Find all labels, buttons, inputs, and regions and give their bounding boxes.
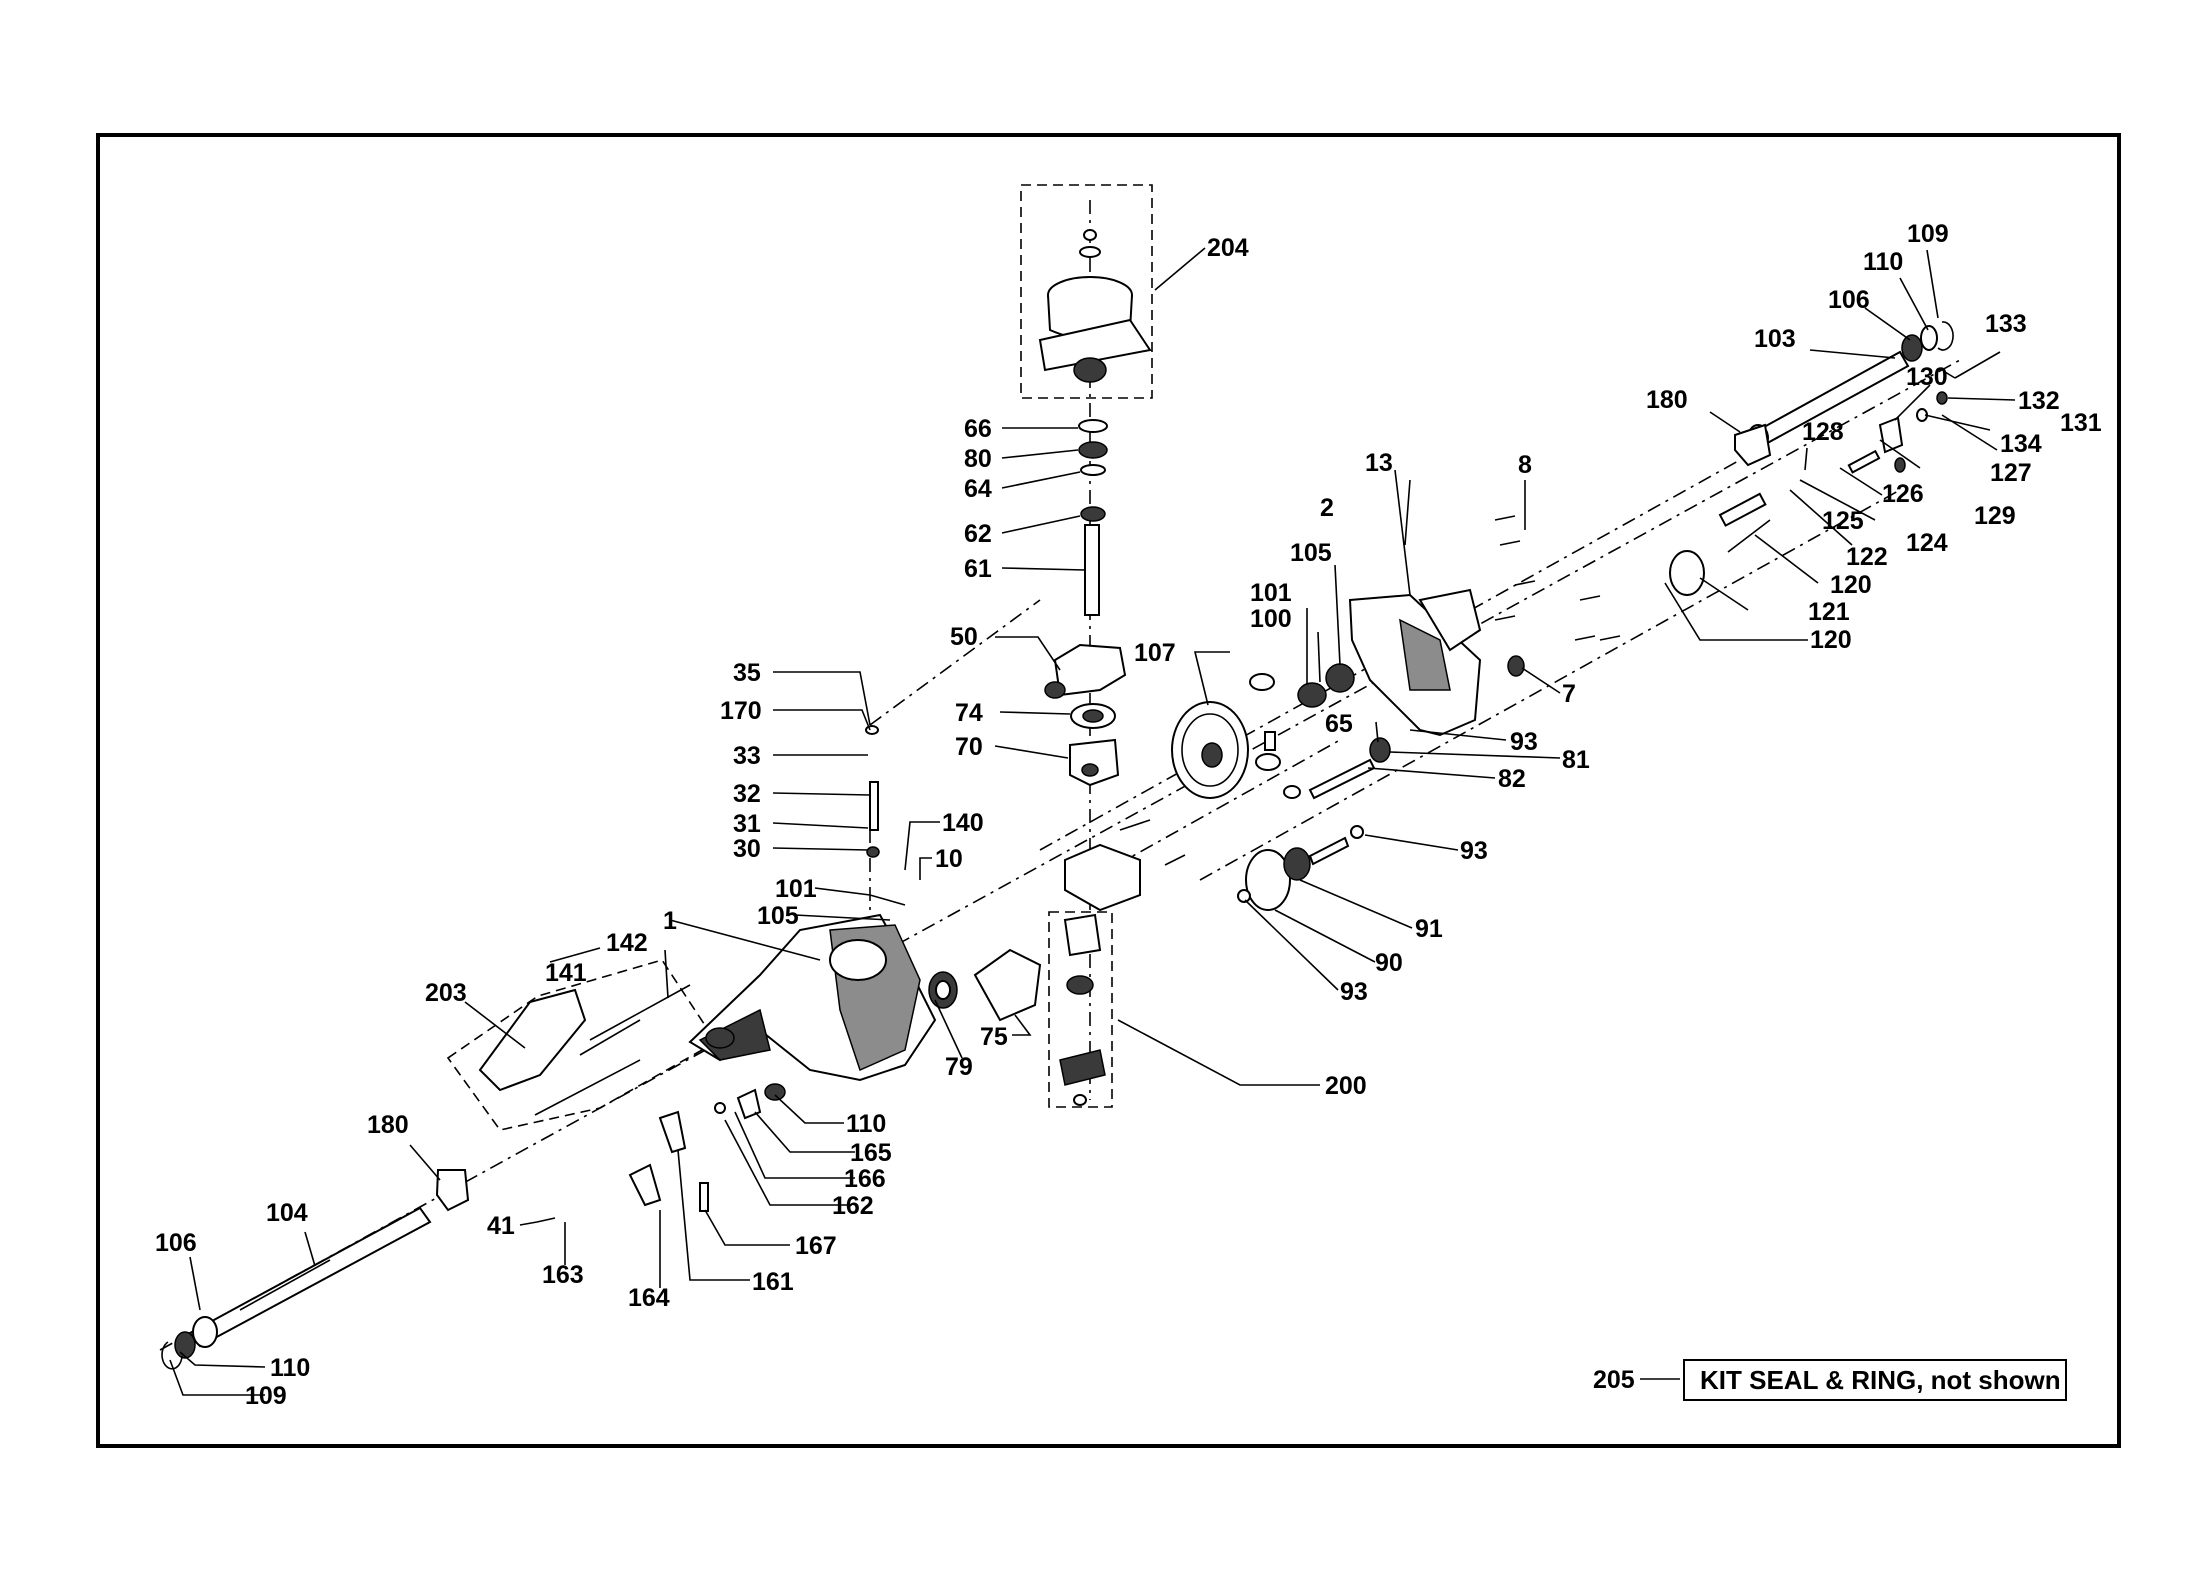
- label-170: 170: [720, 697, 762, 725]
- label-31: 31: [733, 810, 761, 838]
- label-166: 166: [844, 1165, 886, 1193]
- label-65: 65: [1325, 710, 1353, 738]
- label-120-lower: 120: [1810, 626, 1852, 654]
- label-13: 13: [1365, 449, 1393, 477]
- label-41: 41: [487, 1212, 515, 1240]
- label-180-right: 180: [1646, 386, 1688, 414]
- label-101-left: 101: [775, 875, 817, 903]
- label-64: 64: [964, 475, 992, 503]
- label-141: 141: [545, 959, 587, 987]
- label-131: 131: [2060, 409, 2102, 437]
- kit-note: KIT SEAL & RING, not shown: [1683, 1359, 2067, 1401]
- label-128: 128: [1802, 418, 1844, 446]
- label-93-lower: 93: [1340, 978, 1368, 1006]
- label-167: 167: [795, 1232, 837, 1260]
- label-109-right: 109: [1907, 220, 1949, 248]
- label-90: 90: [1375, 949, 1403, 977]
- disc-121-shape: [1669, 550, 1705, 596]
- label-7: 7: [1562, 680, 1576, 708]
- label-70: 70: [955, 733, 983, 761]
- label-101-right: 101: [1250, 579, 1292, 607]
- label-104: 104: [266, 1199, 308, 1227]
- label-121: 121: [1808, 598, 1850, 626]
- part-shapes: [161, 229, 1956, 1370]
- bolt-shapes: [536, 515, 1621, 1223]
- axle-104-shape: [188, 1206, 432, 1348]
- label-50: 50: [950, 623, 978, 651]
- label-80: 80: [964, 445, 992, 473]
- part-labels: 109 110 106 103 133 180 130 132 131 128 …: [155, 220, 2102, 1410]
- lever-161-shape: [658, 1110, 687, 1154]
- label-32: 32: [733, 780, 761, 808]
- diagram-frame: [96, 133, 2121, 1448]
- housing-50-shape: [1053, 643, 1127, 697]
- carrier-70-shape: [1069, 738, 1120, 787]
- label-1: 1: [663, 907, 677, 935]
- label-66: 66: [964, 415, 992, 443]
- label-165: 165: [850, 1139, 892, 1167]
- label-106-right: 106: [1828, 286, 1870, 314]
- bracket-180-right: [1734, 423, 1772, 467]
- label-205: 205: [1593, 1366, 1635, 1394]
- kit-note-box: [1683, 1359, 2067, 1401]
- label-126: 126: [1882, 480, 1924, 508]
- label-120-upper: 120: [1830, 571, 1872, 599]
- center-block-shape: [1064, 843, 1141, 912]
- label-133: 133: [1985, 310, 2027, 338]
- label-10: 10: [935, 845, 963, 873]
- label-127: 127: [1990, 459, 2032, 487]
- label-105-left: 105: [757, 902, 799, 930]
- pump-200-shape: [1063, 913, 1102, 957]
- bracket-180-left: [435, 1169, 470, 1212]
- label-62: 62: [964, 520, 992, 548]
- label-75: 75: [980, 1023, 1008, 1051]
- kit-note-text: KIT SEAL & RING, not shown: [1700, 1365, 2061, 1395]
- label-124: 124: [1906, 529, 1948, 557]
- label-110-left: 110: [270, 1354, 310, 1382]
- label-74: 74: [955, 699, 983, 727]
- label-35: 35: [733, 659, 761, 687]
- label-33: 33: [733, 742, 761, 770]
- label-200: 200: [1325, 1072, 1367, 1100]
- label-164: 164: [628, 1284, 670, 1312]
- label-105-right: 105: [1290, 539, 1332, 567]
- label-100: 100: [1250, 605, 1292, 633]
- label-110-right: 110: [1863, 248, 1903, 276]
- label-163: 163: [542, 1261, 584, 1289]
- label-93-upper: 93: [1510, 728, 1538, 756]
- label-107: 107: [1134, 639, 1176, 667]
- label-129: 129: [1974, 502, 2016, 530]
- label-130: 130: [1906, 363, 1948, 391]
- label-122: 122: [1846, 543, 1888, 571]
- label-8: 8: [1518, 451, 1532, 479]
- gear-90-shape: [1245, 849, 1291, 911]
- label-125: 125: [1822, 507, 1864, 535]
- label-81: 81: [1562, 746, 1590, 774]
- label-103: 103: [1754, 325, 1796, 353]
- label-134: 134: [2000, 430, 2042, 458]
- leader-lines: [169, 247, 2016, 1396]
- label-132: 132: [2018, 387, 2060, 415]
- label-106-left: 106: [155, 1229, 197, 1257]
- label-82: 82: [1498, 765, 1526, 793]
- label-61: 61: [964, 555, 992, 583]
- label-79: 79: [945, 1053, 973, 1081]
- label-30: 30: [733, 835, 761, 863]
- label-162: 162: [832, 1192, 874, 1220]
- label-109-left: 109: [245, 1382, 287, 1410]
- block-75-shape: [973, 948, 1042, 1022]
- label-91: 91: [1415, 915, 1443, 943]
- label-140: 140: [942, 809, 984, 837]
- label-110-center: 110: [846, 1110, 886, 1138]
- label-204: 204: [1207, 234, 1249, 262]
- bracket-203-shape: [478, 988, 587, 1092]
- assembly-centerlines: [159, 200, 1961, 1351]
- label-2: 2: [1320, 494, 1334, 522]
- label-142: 142: [606, 929, 648, 957]
- label-203: 203: [425, 979, 467, 1007]
- label-93-middle: 93: [1460, 837, 1488, 865]
- label-161: 161: [752, 1268, 794, 1296]
- label-180-left: 180: [367, 1111, 409, 1139]
